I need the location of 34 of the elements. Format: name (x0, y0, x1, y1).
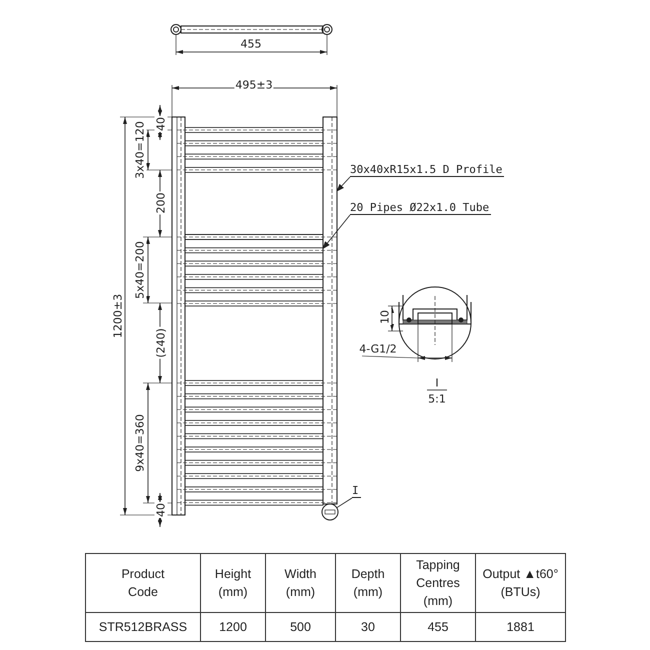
header-cell: Depth (mm) (336, 554, 401, 613)
callout-label: 20 Pipes Ø22x1.0 Tube (350, 201, 492, 215)
detail-scale-label: 5:1 (427, 392, 447, 406)
data-cell: 455 (401, 613, 476, 642)
dimension-label: 200 (154, 192, 168, 214)
callout-label: 30x40xR15x1.5 D Profile (350, 163, 504, 177)
data-cell: 1881 (476, 613, 566, 642)
dimension-label: 495±3 (234, 78, 274, 92)
pipe (184, 234, 324, 240)
detail-callout: I (352, 484, 361, 498)
dimension-label: 455 (240, 38, 262, 50)
data-cell: 1200 (201, 613, 266, 642)
header-cell: Height (mm) (201, 554, 266, 613)
header-cell: Output ▲t60° (BTUs) (476, 554, 566, 613)
header-cell: Product Code (86, 554, 201, 613)
data-cell: 30 (336, 613, 401, 642)
data-cell: 500 (266, 613, 336, 642)
leader-line (336, 498, 352, 508)
dimension-label: 3x40=120 (134, 120, 146, 180)
leader-line (322, 214, 350, 250)
dimension-label: 5x40=200 (134, 240, 146, 300)
dimension-label: 9x40=360 (134, 413, 146, 473)
dimension-label: 40 (154, 502, 168, 518)
data-cell: STR512BRASS (86, 613, 201, 642)
valve-circle (322, 504, 338, 520)
dimension-label: 40 (154, 116, 168, 132)
dimension-label: (240) (154, 327, 168, 359)
dimension-label: 4-G1/2 (358, 342, 398, 356)
detail-scale-label: I (434, 376, 440, 390)
leader-line (336, 176, 350, 192)
dimension-label: 1200±3 (112, 292, 124, 340)
header-cell: Width (mm) (266, 554, 336, 613)
dimension-label: 10 (378, 309, 392, 325)
header-cell: Tapping Centres (mm) (401, 554, 476, 613)
